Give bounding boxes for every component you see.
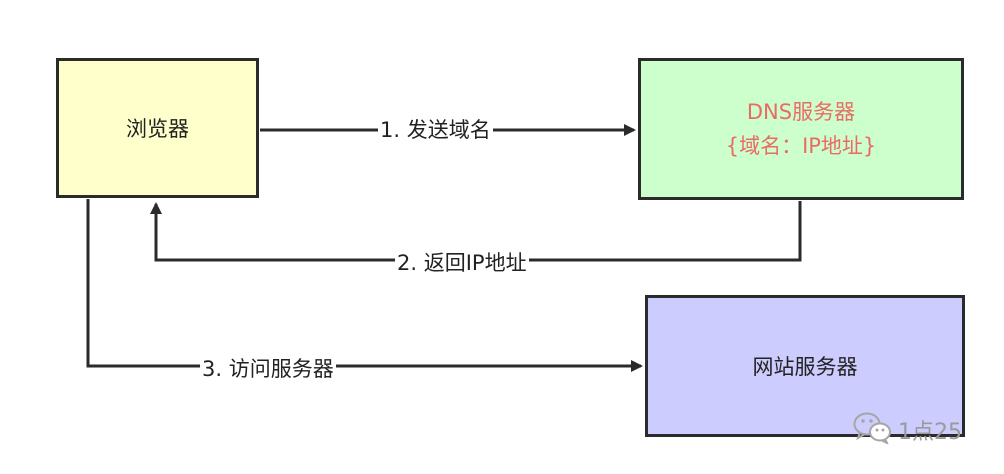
edge-visit-server [86, 199, 643, 372]
browser-label: 浏览器 [126, 117, 189, 141]
browser-node: 浏览器 [56, 58, 259, 198]
web-server-node: 网站服务器 [645, 295, 965, 437]
edge-label-send-domain: 1. 发送域名 [378, 117, 493, 143]
watermark-text: 1点25 [898, 420, 962, 445]
web-server-label: 网站服务器 [752, 355, 858, 379]
wechat-icon [852, 410, 892, 450]
dns-server-node: DNS服务器 {域名：IP地址} [638, 58, 964, 200]
edge-label-visit-server: 3. 访问服务器 [200, 356, 336, 382]
edge-label-return-ip: 2. 返回IP地址 [395, 250, 529, 276]
dns-server-label: DNS服务器 [746, 100, 856, 124]
watermark: 1点25 [852, 410, 962, 450]
dns-mapping-label: {域名：IP地址} [725, 134, 877, 158]
